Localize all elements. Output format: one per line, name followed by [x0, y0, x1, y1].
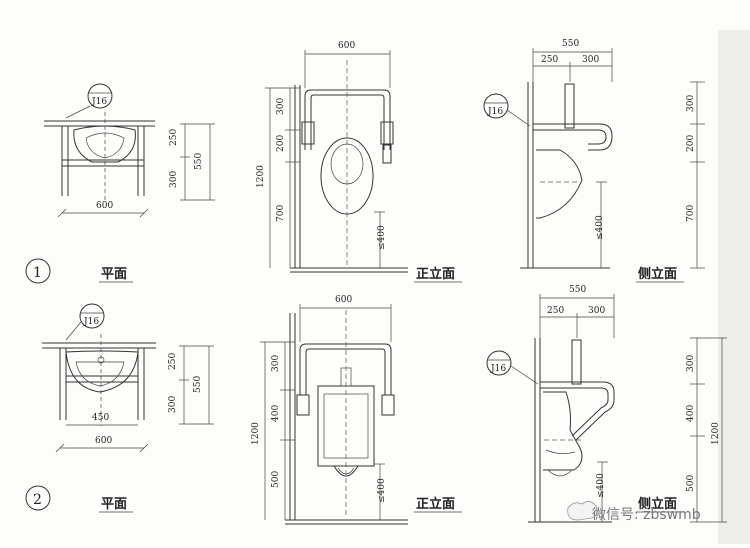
- front-label-1: 正立面: [416, 266, 455, 282]
- plan-view-1: J16 600 250 300 550: [44, 83, 215, 218]
- dim-top-a: 250: [547, 306, 564, 316]
- dim-b: 300: [168, 396, 178, 413]
- dim-top-a: 250: [541, 55, 558, 65]
- svg-text:1: 1: [33, 265, 42, 281]
- dim-a: 300: [686, 355, 696, 372]
- dim-top: 600: [335, 295, 352, 305]
- dim-a: 250: [168, 353, 178, 370]
- dim-c: 500: [271, 471, 281, 488]
- dim-width: 600: [96, 201, 113, 211]
- plan-view-2: J16 450 600 250 300 550: [42, 303, 214, 453]
- tag-callout-j16: J16: [65, 303, 105, 341]
- dim-max: ≤400: [377, 225, 387, 250]
- dim-b: 200: [276, 135, 286, 152]
- front-elevation-1: 600 300 200 700 1200 ≤400: [256, 41, 408, 273]
- dim-a: 300: [686, 95, 696, 112]
- dim-top: 600: [338, 41, 355, 51]
- dim-top: 550: [562, 39, 579, 49]
- dim-top: 550: [569, 285, 586, 295]
- side-elevation-1: 550 250 300 J16 ≤400 300 200 700: [483, 39, 705, 269]
- dim-b: 400: [686, 405, 696, 422]
- tag-callout-j16: J16: [65, 83, 113, 119]
- watermark: 微信号: zbswmb: [567, 501, 701, 523]
- dim-c: 500: [686, 475, 696, 492]
- tag-label: J16: [487, 107, 503, 117]
- dim-total: 550: [194, 153, 204, 170]
- front-elevation-2: 600 300 400 500 1200 ≤400: [251, 295, 408, 525]
- side-label-2: 侧立面: [638, 496, 677, 512]
- tag-label: J16: [83, 317, 99, 327]
- dim-b: 300: [169, 171, 179, 188]
- front-label-2: 正立面: [416, 496, 455, 512]
- dim-top-b: 300: [588, 306, 605, 316]
- svg-text:微信号: zbswmb: 微信号: zbswmb: [592, 507, 701, 523]
- dim-c: 700: [686, 205, 696, 222]
- dim-a: 300: [276, 98, 286, 115]
- dim-inner: 450: [92, 413, 109, 423]
- dim-total: 550: [193, 376, 203, 393]
- dim-total: 1200: [256, 165, 266, 188]
- page-edge: [718, 30, 750, 544]
- dim-top-b: 300: [582, 55, 599, 65]
- dim-max: ≤400: [596, 473, 606, 498]
- dim-max: ≤400: [377, 478, 387, 503]
- dim-total: 1200: [251, 422, 261, 445]
- plan-label-1: 平面: [101, 267, 127, 282]
- dim-max: ≤400: [595, 215, 605, 240]
- side-elevation-2: 550 250 300 J16 ≤400 300 400 500 1200: [486, 285, 727, 523]
- dim-b: 200: [686, 135, 696, 152]
- dim-b: 400: [271, 405, 281, 422]
- dim-a: 250: [169, 129, 179, 146]
- detail-number-1: 1: [25, 258, 51, 284]
- tag-callout-j16: J16: [483, 93, 531, 127]
- tag-label: J16: [490, 364, 506, 374]
- dim-a: 300: [271, 355, 281, 372]
- tag-label: J16: [91, 97, 107, 107]
- dim-width: 600: [95, 436, 112, 446]
- side-label-1: 侧立面: [638, 266, 677, 282]
- dim-c: 700: [276, 205, 286, 222]
- wechat-icon: [567, 501, 598, 521]
- plan-label-2: 平面: [101, 497, 127, 512]
- detail-number-2: 2: [25, 485, 51, 511]
- dim-total: 1200: [711, 422, 721, 445]
- svg-text:2: 2: [33, 492, 42, 508]
- tag-callout-j16: J16: [486, 350, 539, 385]
